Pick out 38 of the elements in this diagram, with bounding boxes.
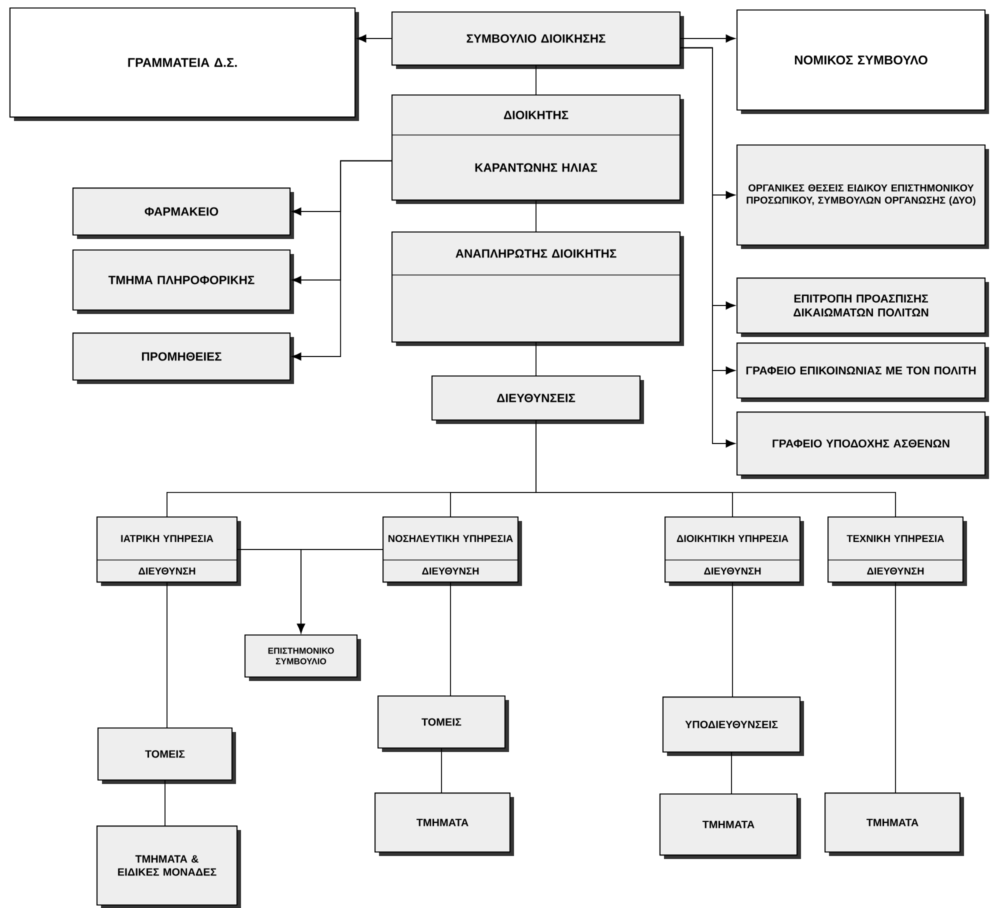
org-box: ΤΜΗΜΑ ΠΛΗΡΟΦΟΡΙΚΗΣ xyxy=(72,249,294,314)
org-box: ΔΙΕΥΘΥΝΣΕΙΣ xyxy=(431,375,644,424)
org-box: ΥΠΟΔΙΕΥΘΥΝΣΕΙΣ xyxy=(662,696,804,756)
connector xyxy=(441,748,442,793)
org-box: ΙΑΤΡΙΚΗ ΥΠΗΡΕΣΙΑ ΔΙΕΥΘΥΝΣΗ xyxy=(96,516,241,586)
org-box: ΑΝΑΠΛΗΡΩΤΗΣ ΔΙΟΙΚΗΤΗΣ xyxy=(391,231,684,346)
connector xyxy=(680,34,736,42)
org-box: ΤΜΗΜΑΤΑ & ΕΙΔΙΚΕΣ ΜΟΝΑΔΕΣ xyxy=(96,826,241,908)
org-box: ΦΑΡΜΑΚΕΙΟ xyxy=(72,188,294,239)
org-box: ΤΕΧΝΙΚΗ ΥΠΗΡΕΣΙΑ ΔΙΕΥΘΥΝΣΗ xyxy=(828,516,968,586)
connector xyxy=(450,582,451,696)
org-box: ΠΡΟΜΗΘΕΙΕΣ xyxy=(72,332,294,384)
org-box: ΕΠΙΣΤΗΜΟΝΙΚΟ ΣΥΜΒΟΥΛΙΟ xyxy=(244,634,361,681)
org-box: ΔΙΟΙΚΗΤΙΚΗ ΥΠΗΡΕΣΙΑ ΔΙΕΥΘΥΝΣΗ xyxy=(664,516,804,586)
connector xyxy=(297,549,383,634)
org-box: ΓΡΑΦΕΙΟ ΕΠΙΚΟΙΝΩΝΙΑΣ ΜΕ ΤΟΝ ΠΟΛΙΤΗ xyxy=(736,342,990,402)
connector xyxy=(292,160,392,360)
org-box: ΔΙΟΙΚΗΤΗΣ ΚΑΡΑΝΤΩΝΗΣ ΗΛΙΑΣ xyxy=(391,94,684,204)
connector xyxy=(732,582,733,697)
connector xyxy=(536,420,896,517)
org-box: ΤΟΜΕΙΣ xyxy=(97,727,236,784)
connector xyxy=(731,752,732,794)
org-box: ΝΟΣΗΛΕΥΤΙΚΗ ΥΠΗΡΕΣΙΑ ΔΙΕΥΘΥΝΣΗ xyxy=(382,516,522,586)
org-box: ΕΠΙΤΡΟΠΗ ΠΡΟΑΣΠΙΣΗΣ ΔΙΚΑΙΩΜΑΤΩΝ ΠΟΛΙΤΩΝ xyxy=(736,278,990,337)
org-box: ΤΟΜΕΙΣ xyxy=(378,695,509,752)
org-box: ΓΡΑΦΕΙΟ ΥΠΟΔΟΧΗΣ ΑΣΘΕΝΩΝ xyxy=(736,412,990,479)
org-box: ΤΜΗΜΑΤΑ xyxy=(824,792,964,856)
org-box: ΓΡΑΜΜΑΤΕΙΑ Δ.Σ. xyxy=(9,7,359,121)
org-box: ΤΜΗΜΑΤΑ xyxy=(659,793,801,859)
connector xyxy=(680,47,736,448)
org-box: ΝΟΜΙΚΟΣ ΣΥΜΒΟΥΛΟ xyxy=(736,9,990,114)
org-box: ΤΜΗΜΑΤΑ xyxy=(374,792,514,856)
org-box: ΟΡΓΑΝΙΚΕΣ ΘΕΣΕΙΣ ΕΙΔΙΚΟΥ ΕΠΙΣΤΗΜΟΝΙΚΟΥ ΠΡΟΣΩΠΙΚΟΥ, ΣΥΜΒΟΥΛΩΝ ΟΡΓΑΝΩΣΗΣ (ΔΥΟ) xyxy=(736,144,990,249)
connector xyxy=(166,582,168,728)
connector xyxy=(164,780,166,826)
connector xyxy=(895,582,896,793)
org-box: ΣΥΜΒΟΥΛΙΟ ΔΙΟΙΚΗΣΗΣ xyxy=(391,11,684,69)
connector xyxy=(356,34,392,42)
